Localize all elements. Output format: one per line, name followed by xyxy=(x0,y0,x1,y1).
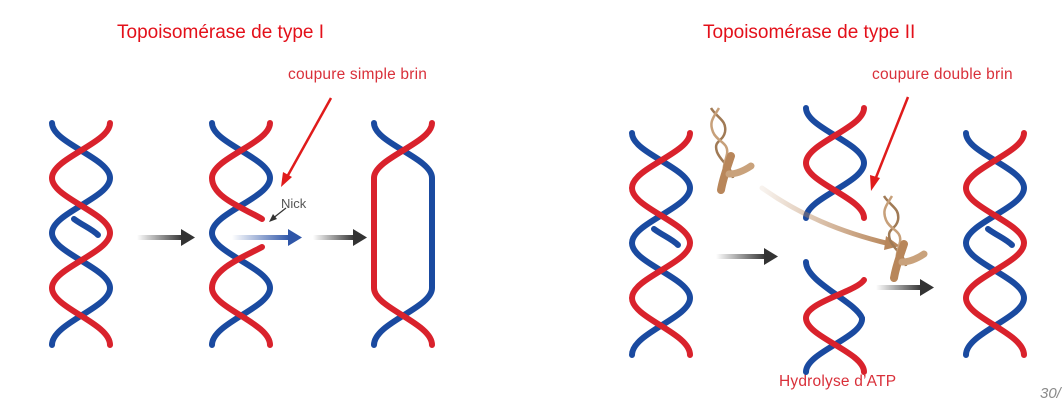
double-strand-cut-arrow xyxy=(870,96,910,191)
atp-hydrolysis-label: Hydrolyse d’ATP xyxy=(779,373,897,390)
type2-title: Topoisomérase de type II xyxy=(703,22,916,43)
relaxed-helix-start xyxy=(52,123,110,345)
process-arrow-1 xyxy=(137,229,195,246)
process-arrow-3 xyxy=(716,248,778,265)
nick-pointer-arrow xyxy=(269,207,287,222)
relaxed-open-helix xyxy=(371,120,435,348)
strand-rotation-arrow xyxy=(232,229,302,246)
topo2-enzyme-end xyxy=(884,196,924,278)
cleaved-helix-bottom xyxy=(802,259,867,375)
nick-label: Nick xyxy=(281,196,307,211)
strand-passage-arrow xyxy=(759,185,900,250)
relaxed-helix-end xyxy=(966,133,1024,355)
page-number: 30/ xyxy=(1040,385,1061,402)
process-arrow-4 xyxy=(876,279,934,296)
topo2-enzyme-start xyxy=(711,108,751,190)
supercoiled-helix-start xyxy=(632,133,690,355)
double-strand-cut-label: coupure double brin xyxy=(872,66,1013,83)
type1-title: Topoisomérase de type I xyxy=(117,22,325,43)
cleaved-helix-top xyxy=(806,108,864,218)
process-arrow-2 xyxy=(313,229,367,246)
single-strand-cut-label: coupure simple brin xyxy=(288,66,428,83)
nicked-helix xyxy=(208,120,274,348)
single-strand-cut-arrow xyxy=(281,97,333,187)
